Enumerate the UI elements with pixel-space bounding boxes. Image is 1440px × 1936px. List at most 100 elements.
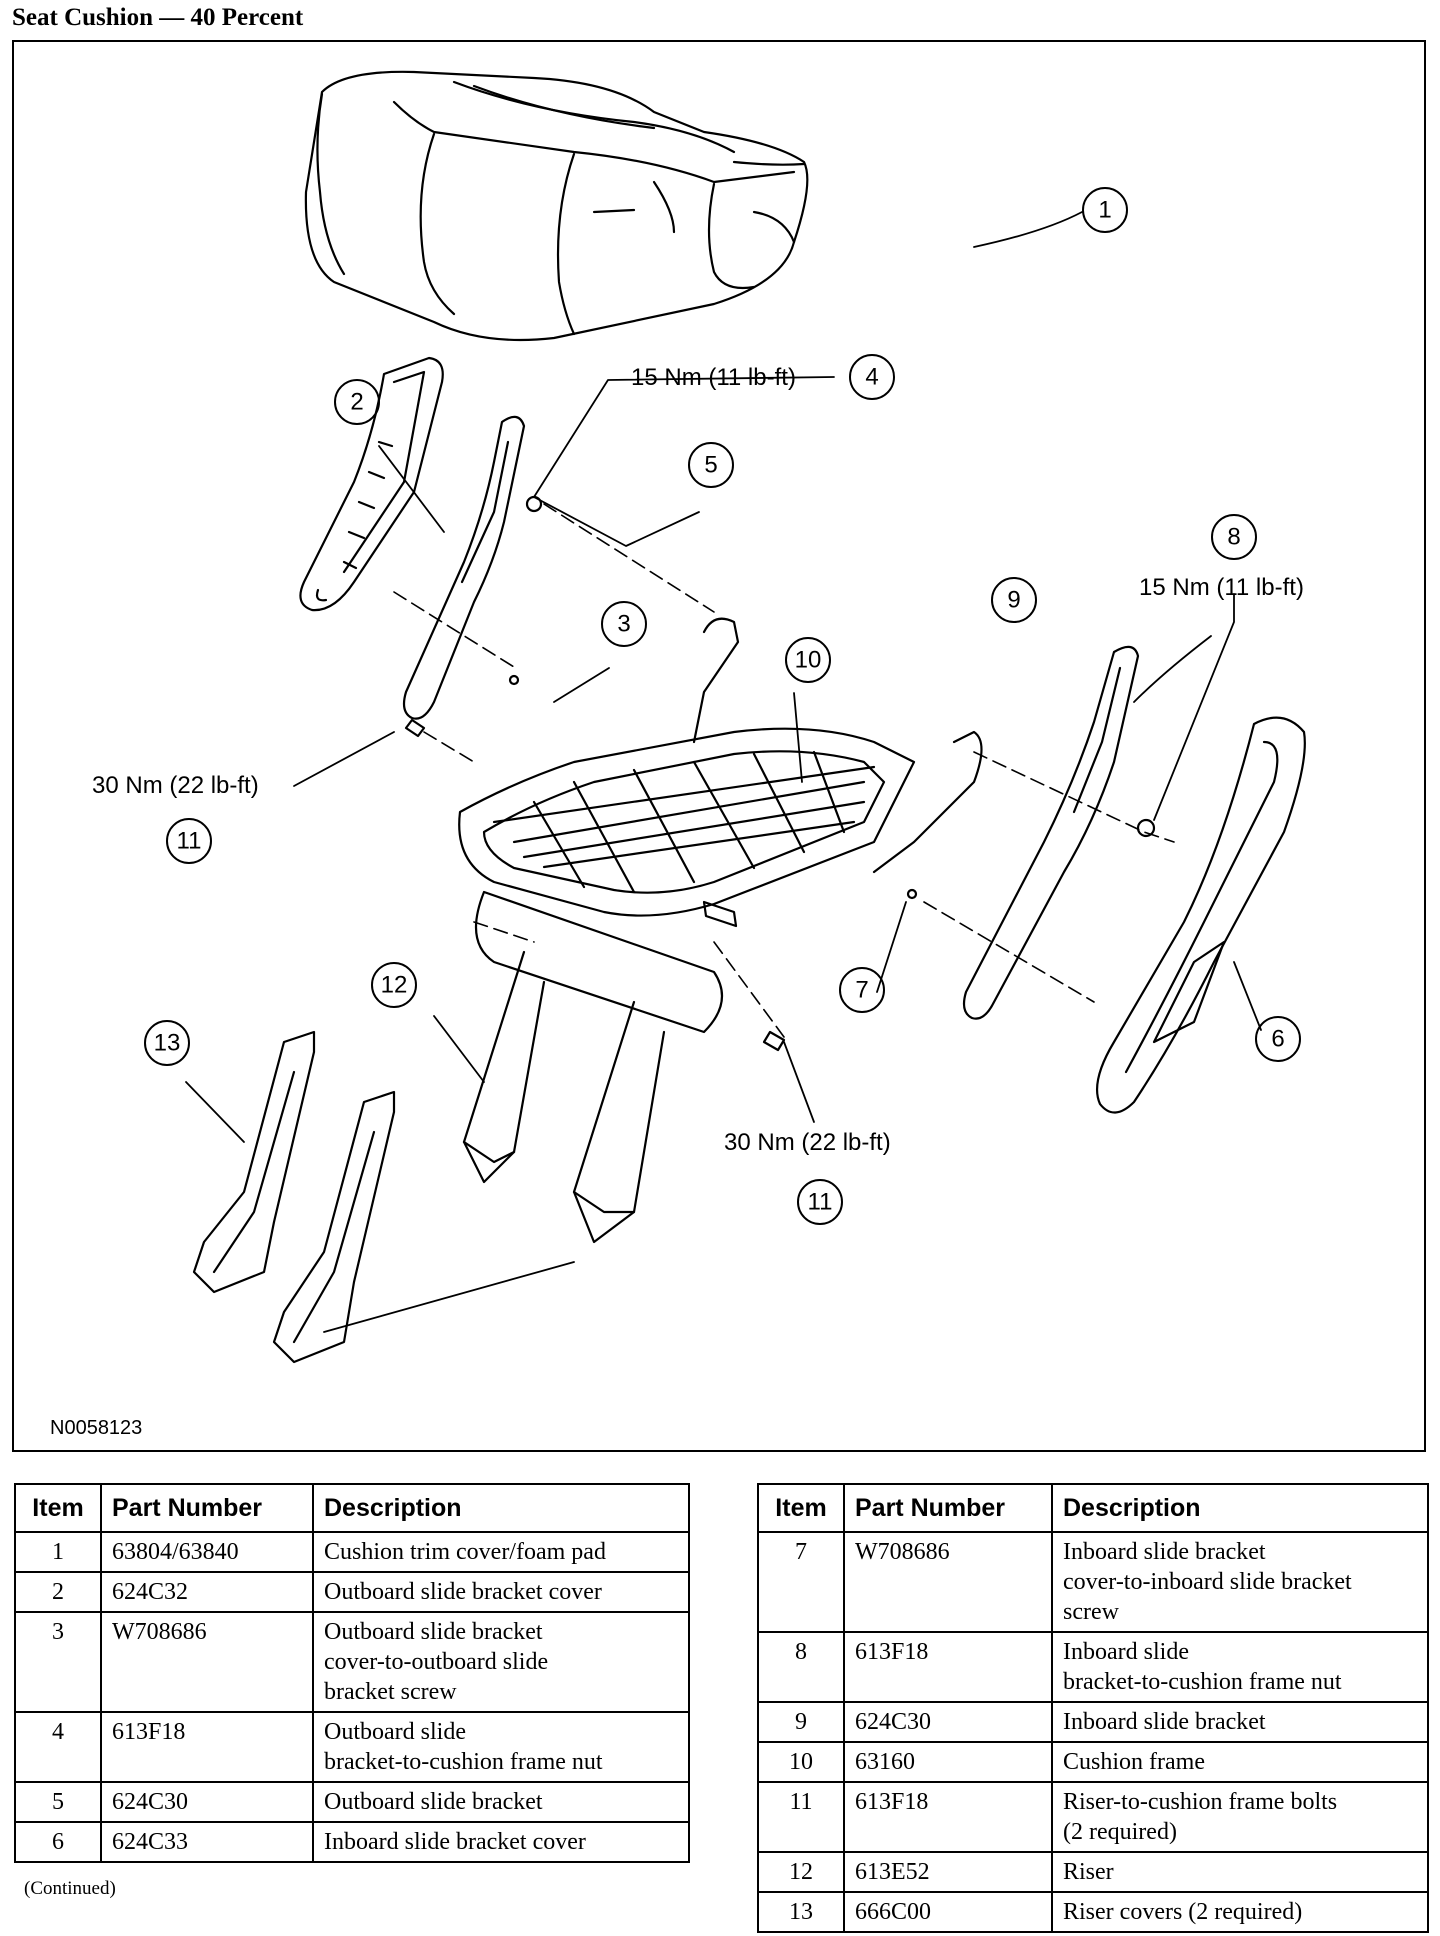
part-number-cell: 63160 xyxy=(843,1741,1053,1783)
description-line: (2 required) xyxy=(1063,1819,1177,1845)
header-part-number: Part Number xyxy=(843,1483,1053,1533)
table-row: 12 613E52 Riser xyxy=(757,1851,1429,1893)
torque-callout-item11-right: 30 Nm (22 lb-ft) xyxy=(724,1129,891,1156)
description-line: Cushion frame xyxy=(1063,1749,1205,1775)
svg-text:12: 12 xyxy=(381,972,408,999)
description-line: Inboard slide bracket xyxy=(1063,1709,1266,1735)
svg-text:3: 3 xyxy=(617,611,630,638)
svg-text:9: 9 xyxy=(1007,587,1020,614)
parts-table-right: Item Part Number Description 7 W708686 I… xyxy=(757,1483,1429,1933)
table-row: 2 624C32 Outboard slide bracket cover xyxy=(14,1571,690,1613)
part-number-cell: 624C30 xyxy=(843,1701,1053,1743)
page-title: Seat Cushion — 40 Percent xyxy=(12,4,304,31)
description-line: Riser xyxy=(1063,1859,1114,1885)
table-row: 7 W708686 Inboard slide bracket cover-to… xyxy=(757,1531,1429,1633)
description-line: Outboard slide bracket cover xyxy=(324,1579,602,1605)
svg-text:8: 8 xyxy=(1227,524,1240,551)
parts-table-left: Item Part Number Description 1 63804/638… xyxy=(14,1483,690,1863)
description-line: cover-to-inboard slide bracket xyxy=(1063,1569,1352,1595)
description-cell: Inboard slide bracket cover-to-inboard s… xyxy=(1051,1531,1429,1633)
description-cell: Inboard slide bracket-to-cushion frame n… xyxy=(1051,1631,1429,1703)
item-cell: 2 xyxy=(14,1571,102,1613)
svg-text:6: 6 xyxy=(1271,1026,1284,1053)
torque-callout-item8: 15 Nm (11 lb-ft) xyxy=(1139,574,1304,601)
description-line: cover-to-outboard slide xyxy=(324,1649,549,1675)
riser-covers-part xyxy=(192,1030,396,1364)
figure-id: N0058123 xyxy=(50,1417,142,1439)
svg-text:13: 13 xyxy=(154,1030,181,1057)
table-row: 6 624C33 Inboard slide bracket cover xyxy=(14,1821,690,1863)
part-number-cell: 613F18 xyxy=(100,1711,314,1783)
description-cell: Inboard slide bracket xyxy=(1051,1701,1429,1743)
part-number-cell: 666C00 xyxy=(843,1891,1053,1933)
table-row: 1 63804/63840 Cushion trim cover/foam pa… xyxy=(14,1531,690,1573)
item-cell: 3 xyxy=(14,1611,102,1713)
description-cell: Outboard slide bracket xyxy=(312,1781,690,1823)
description-line: Riser-to-cushion frame bolts xyxy=(1063,1789,1338,1815)
table-row: 8 613F18 Inboard slide bracket-to-cushio… xyxy=(757,1631,1429,1703)
table-row: 9 624C30 Inboard slide bracket xyxy=(757,1701,1429,1743)
table-row: 11 613F18 Riser-to-cushion frame bolts (… xyxy=(757,1781,1429,1853)
leader-lines xyxy=(185,211,1262,1333)
description-cell: Cushion trim cover/foam pad xyxy=(312,1531,690,1573)
item-cell: 12 xyxy=(757,1851,845,1893)
header-item: Item xyxy=(757,1483,845,1533)
header-part-number: Part Number xyxy=(100,1483,314,1533)
seat-cushion-part xyxy=(304,70,809,342)
callout-numbers: 1 2 4 5 8 9 3 10 11 7 6 12 13 11 xyxy=(154,197,1285,1216)
description-line: screw xyxy=(1063,1599,1119,1625)
description-cell: Inboard slide bracket cover xyxy=(312,1821,690,1863)
part-number-cell: 624C30 xyxy=(100,1781,314,1823)
description-cell: Outboard slide bracket-to-cushion frame … xyxy=(312,1711,690,1783)
item-cell: 5 xyxy=(14,1781,102,1823)
svg-text:2: 2 xyxy=(350,389,363,416)
item-cell: 8 xyxy=(757,1631,845,1703)
description-line: Cushion trim cover/foam pad xyxy=(324,1539,606,1565)
part-number-cell: 63804/63840 xyxy=(100,1531,314,1573)
part-number-cell: 613F18 xyxy=(843,1631,1053,1703)
header-item: Item xyxy=(14,1483,102,1533)
table-row: 4 613F18 Outboard slide bracket-to-cushi… xyxy=(14,1711,690,1783)
description-line: Inboard slide bracket xyxy=(1063,1539,1266,1565)
outboard-slide-bracket-cover-part xyxy=(299,356,444,612)
part-number-cell: 613F18 xyxy=(843,1781,1053,1853)
torque-callout-item11-left: 30 Nm (22 lb-ft) xyxy=(92,772,259,799)
part-number-cell: 624C33 xyxy=(100,1821,314,1863)
item-cell: 9 xyxy=(757,1701,845,1743)
svg-text:11: 11 xyxy=(808,1189,833,1216)
table-row: 5 624C30 Outboard slide bracket xyxy=(14,1781,690,1823)
table-row: 10 63160 Cushion frame xyxy=(757,1741,1429,1783)
table-header-row: Item Part Number Description xyxy=(14,1483,690,1533)
table-header-row: Item Part Number Description xyxy=(757,1483,1429,1533)
exploded-view-figure: 1 2 4 5 8 9 3 10 11 7 6 12 13 11 15 Nm (… xyxy=(12,40,1426,1452)
description-cell: Outboard slide bracket cover-to-outboard… xyxy=(312,1611,690,1713)
description-line: Outboard slide bracket xyxy=(324,1789,543,1815)
part-number-cell: W708686 xyxy=(100,1611,314,1713)
outboard-slide-bracket-part xyxy=(402,415,526,720)
inboard-slide-bracket-part xyxy=(962,645,1140,1020)
svg-text:4: 4 xyxy=(865,364,878,391)
description-cell: Riser xyxy=(1051,1851,1429,1893)
svg-text:10: 10 xyxy=(795,647,822,674)
item-cell: 7 xyxy=(757,1531,845,1633)
item-cell: 11 xyxy=(757,1781,845,1853)
part-number-cell: 624C32 xyxy=(100,1571,314,1613)
table-row: 13 666C00 Riser covers (2 required) xyxy=(757,1891,1429,1933)
description-line: bracket-to-cushion frame nut xyxy=(1063,1669,1342,1695)
header-description: Description xyxy=(312,1483,690,1533)
fasteners xyxy=(404,495,1156,1052)
item-cell: 1 xyxy=(14,1531,102,1573)
svg-text:1: 1 xyxy=(1098,197,1111,224)
description-line: bracket screw xyxy=(324,1679,457,1705)
item-cell: 10 xyxy=(757,1741,845,1783)
description-cell: Riser-to-cushion frame bolts (2 required… xyxy=(1051,1781,1429,1853)
description-line: Inboard slide xyxy=(1063,1639,1189,1665)
item-cell: 13 xyxy=(757,1891,845,1933)
description-cell: Cushion frame xyxy=(1051,1741,1429,1783)
description-line: Outboard slide bracket xyxy=(324,1619,543,1645)
cushion-frame-part xyxy=(458,617,983,928)
svg-text:5: 5 xyxy=(704,452,717,479)
callout-circles xyxy=(144,187,1301,1225)
part-number-cell: W708686 xyxy=(843,1531,1053,1633)
svg-text:11: 11 xyxy=(177,828,202,855)
